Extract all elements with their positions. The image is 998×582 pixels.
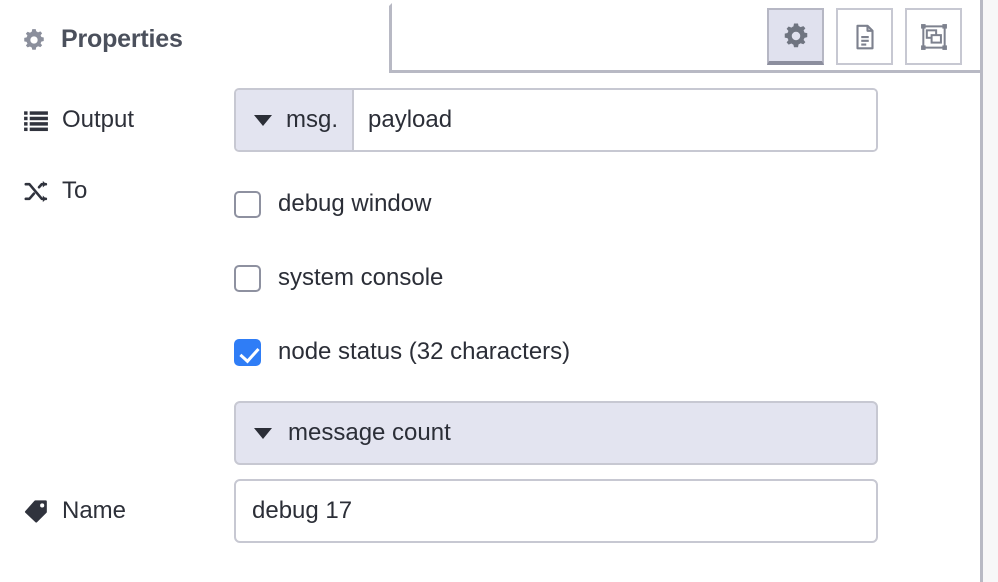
properties-tab-button[interactable] [767,8,824,65]
gear-icon [20,26,48,54]
status-type-value: message count [288,419,451,446]
properties-form: Output msg. payload [0,73,980,557]
row-name: Name debug 17 [0,465,980,557]
checkbox-label: system console [278,264,444,291]
header-tab-buttons [767,8,962,65]
checkbox-box[interactable] [234,338,261,366]
panel-title: Properties [61,25,183,53]
panel-header: Properties [0,0,980,73]
output-type-label: msg. [286,106,339,133]
output-property-input[interactable]: payload [354,90,876,150]
tag-icon [22,497,50,525]
name-label-group: Name [0,480,234,542]
header-divider [392,70,980,73]
chevron-down-icon [254,114,272,126]
output-label-group: Output [0,89,234,151]
shuffle-icon [22,177,50,205]
checkbox-label: debug window [278,190,432,217]
to-options: debug window system console node status … [234,167,878,465]
output-type-select[interactable]: msg. [236,90,355,150]
name-input[interactable]: debug 17 [234,479,878,543]
status-type-select[interactable]: message count [234,401,878,465]
checkbox-system-console[interactable]: system console [234,241,878,315]
flow-canvas-strip [980,0,998,582]
checkbox-box[interactable] [234,190,261,218]
checkbox-box[interactable] [234,264,261,292]
row-to: To debug window system console node stat… [0,167,980,465]
chevron-down-icon [254,427,272,439]
checkbox-label: node status (32 characters) [278,338,571,365]
checkbox-node-status[interactable]: node status (32 characters) [234,315,878,389]
tab-properties[interactable]: Properties [0,3,392,73]
description-tab-button[interactable] [836,8,893,65]
checkbox-debug-window[interactable]: debug window [234,167,878,241]
list-icon [22,106,50,134]
appearance-tab-button[interactable] [905,8,962,65]
output-typed-input[interactable]: msg. payload [234,88,878,152]
name-label: Name [62,497,127,524]
row-output: Output msg. payload [0,73,980,167]
output-label: Output [62,106,135,133]
to-label-group: To [0,167,234,215]
to-label: To [62,177,88,204]
